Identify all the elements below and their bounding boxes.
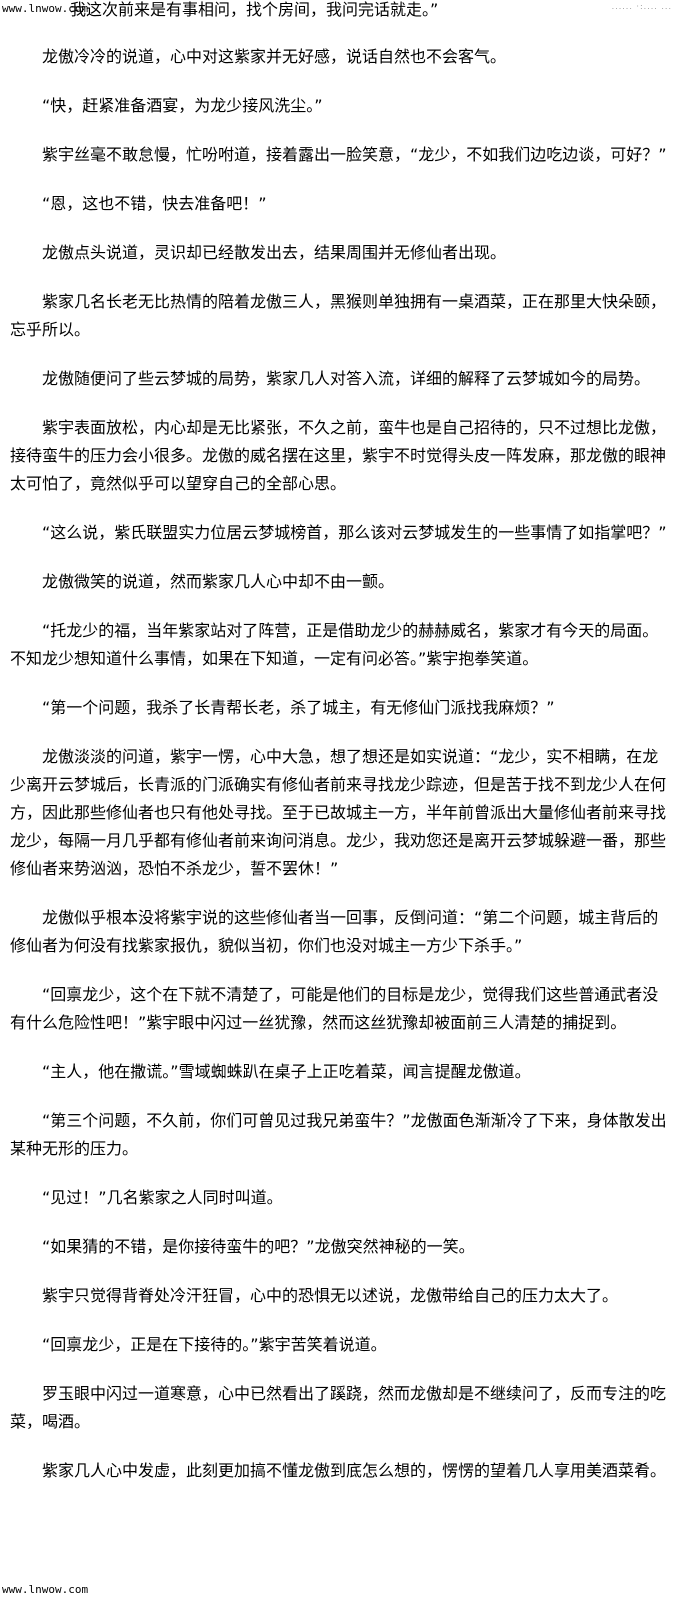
paragraph: “第一个问题，我杀了长青帮长老，杀了城主，有无修仙门派找我麻烦？” [42,698,555,717]
paragraph: 罗玉眼中闪过一道寒意，心中已然看出了蹊跷，然而龙傲却是不继续问了，反而专注的吃菜… [10,1384,667,1431]
paragraph: “第三个问题，不久前，你们可曾见过我兄弟蛮牛？”龙傲面色渐渐冷了下来，身体散发出… [10,1111,667,1158]
paragraph: 紫宇丝毫不敢怠慢，忙吩咐道，接着露出一脸笑意，“龙少，不如我们边吃边谈，可好？” [42,145,667,164]
paragraph: “见过！”几名紫家之人同时叫道。 [42,1188,283,1207]
watermark-top: www.lnwow.com [2,2,89,15]
top-right-faint-text: ...... ·:.... ... [611,2,672,11]
paragraph: 紫家几人心中发虚，此刻更加搞不懂龙傲到底怎么想的，愣愣的望着几人享用美酒菜肴。 [42,1461,667,1480]
paragraph: 龙傲冷冷的说道，心中对这紫家并无好感，说话自然也不会客气。 [42,47,507,66]
continued-paragraph: 我这次前来是有事相问，找个房间，我问完话就走。” [70,0,439,19]
paragraph: “主人，他在撒谎。”雪域蜘蛛趴在桌子上正吃着菜，闻言提醒龙傲道。 [42,1062,531,1081]
paragraph: 紫家几名长老无比热情的陪着龙傲三人，黑猴则单独拥有一桌酒菜，正在那里大快朵颐，忘… [10,292,667,339]
paragraph: “托龙少的福，当年紫家站对了阵营，正是借助龙少的赫赫威名，紫家才有今天的局面。不… [10,621,659,668]
paragraph: 龙傲点头说道，灵识却已经散发出去，结果周围并无修仙者出现。 [42,243,507,262]
paragraph: 龙傲随便问了些云梦城的局势，紫家几人对答入流，详细的解释了云梦城如今的局势。 [42,369,651,388]
article-body: 龙傲冷冷的说道，心中对这紫家并无好感，说话自然也不会客气。 “快，赶紧准备酒宴，… [10,43,668,1506]
paragraph: 龙傲淡淡的问道，紫宇一愣，心中大急，想了想还是如实说道：“龙少，实不相瞒，在龙少… [10,747,667,878]
paragraph: 紫宇表面放松，内心却是无比紧张，不久之前，蛮牛也是自己招待的，只不过想比龙傲，接… [10,418,667,493]
paragraph: 紫宇只觉得背脊处冷汗狂冒，心中的恐惧无以述说，龙傲带给自己的压力太大了。 [42,1286,619,1305]
paragraph: 龙傲似乎根本没将紫宇说的这些修仙者当一回事，反倒问道：“第二个问题，城主背后的修… [10,908,659,955]
paragraph: 龙傲微笑的说道，然而紫家几人心中却不由一颤。 [42,572,395,591]
paragraph: “恩，这也不错，快去准备吧！” [42,194,267,213]
paragraph: “快，赶紧准备酒宴，为龙少接风洗尘。” [42,96,323,115]
paragraph: “这么说，紫氏联盟实力位居云梦城榜首，那么该对云梦城发生的一些事情了如指掌吧？” [42,523,667,542]
watermark-bottom: www.lnwow.com [2,1583,89,1596]
paragraph: “如果猜的不错，是你接待蛮牛的吧？”龙傲突然神秘的一笑。 [42,1237,475,1256]
paragraph: “回禀龙少，这个在下就不清楚了，可能是他们的目标是龙少，觉得我们这些普通武者没有… [10,985,659,1032]
paragraph: “回禀龙少，正是在下接待的。”紫宇苦笑着说道。 [42,1335,387,1354]
